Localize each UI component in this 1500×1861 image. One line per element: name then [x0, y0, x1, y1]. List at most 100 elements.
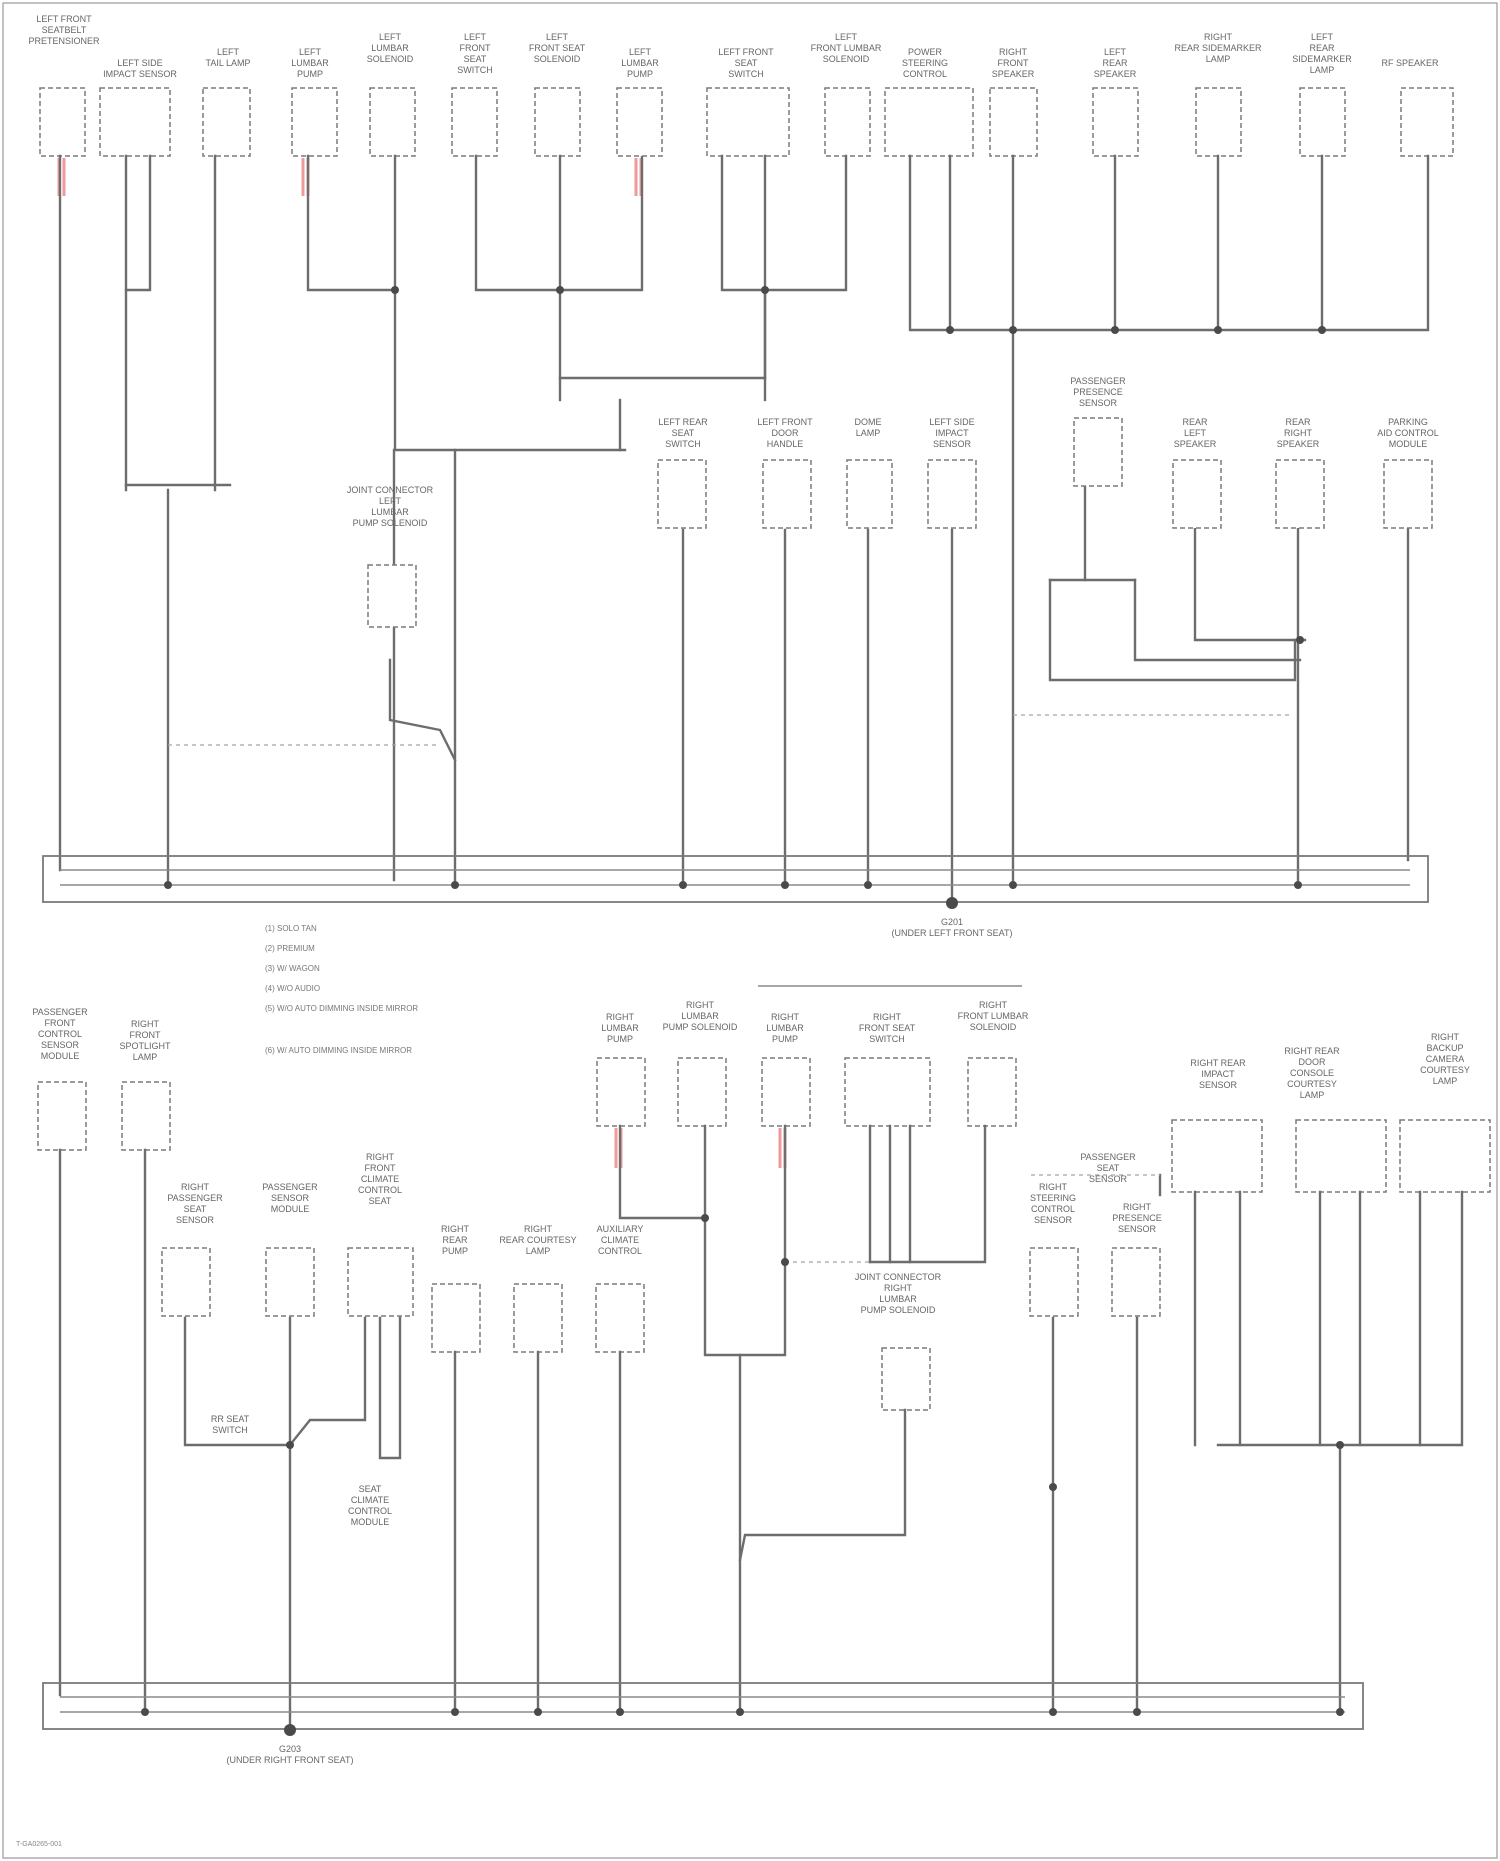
lower-ground-label: G203(UNDER RIGHT FRONT SEAT) [226, 1744, 353, 1765]
component-left-rear-sidemarker [1300, 88, 1345, 156]
lower-bus-junctions [141, 1214, 1344, 1736]
component-left-front-lumbar-solenoid [825, 88, 870, 156]
component-left-front-seat-switch [452, 88, 497, 156]
component-rear-right-speaker [1276, 460, 1324, 528]
legend-item-5: (5) W/O AUTO DIMMING INSIDE MIRROR [265, 1004, 418, 1013]
component-right-backup-camera-lamp [1400, 1120, 1490, 1192]
component-joint-connector-right [882, 1348, 930, 1410]
red-wire-stubs [59, 158, 641, 196]
label-joint-connector-right: JOINT CONNECTORRIGHTLUMBARPUMP SOLENOID [855, 1272, 942, 1315]
component-parking-aid-control-module [1384, 460, 1432, 528]
legend-item-3: (3) W/ WAGON [265, 964, 320, 973]
component-right-passenger-seat-sensor [162, 1248, 210, 1316]
bottom-component-labels: PASSENGERFRONTCONTROLSENSORMODULE RIGHTF… [32, 1000, 1470, 1527]
component-lf-seatbelt-pretensioner [40, 88, 85, 156]
component-auxiliary-climate-control [596, 1284, 644, 1352]
component-right-front-speaker [990, 88, 1037, 156]
component-right-rear-courtesy-lamp [514, 1284, 562, 1352]
legend-item-4: (4) W/O AUDIO [265, 984, 320, 993]
upper-ground-label: G201(UNDER LEFT FRONT SEAT) [891, 917, 1012, 938]
component-right-presence-sensor [1112, 1248, 1160, 1316]
lower-wires [60, 1126, 1462, 1730]
component-right-front-spotlight [122, 1082, 170, 1150]
component-left-lumbar-solenoid [370, 88, 415, 156]
legend-item-1: (1) SOLO TAN [265, 924, 317, 933]
component-left-rear-speaker [1093, 88, 1138, 156]
legend: (1) SOLO TAN (2) PREMIUM (3) W/ WAGON (4… [265, 924, 418, 1055]
component-left-tail-lamp [203, 88, 250, 156]
component-left-front-seat-switch-2 [707, 88, 789, 156]
component-right-front-climate-seat [348, 1248, 413, 1316]
footer-code: T-GA0265-001 [16, 1841, 62, 1848]
label-right-front-climate-seat: RIGHTFRONTCLIMATECONTROLSEAT [358, 1152, 402, 1206]
component-right-rear-pump [432, 1284, 480, 1352]
component-passenger-presence-sensor [1074, 418, 1122, 486]
component-rf-speaker [1401, 88, 1453, 156]
component-passenger-sensor-module [266, 1248, 314, 1316]
upper-ground-bus [43, 856, 1428, 902]
component-rear-left-speaker [1173, 460, 1221, 528]
component-right-steering-control-sensor [1030, 1248, 1078, 1316]
component-right-rear-impact-sensor [1172, 1120, 1262, 1192]
component-left-lumbar-pump [292, 88, 337, 156]
component-left-side-impact-sensor [100, 88, 170, 156]
component-right-front-lumbar-solenoid [968, 1058, 1016, 1126]
component-left-lumbar-pump-2 [617, 88, 662, 156]
component-dome-lamp [847, 460, 892, 528]
component-right-lumbar-pump-2 [762, 1058, 810, 1126]
label-seat-climate-control-module: SEATCLIMATECONTROLMODULE [348, 1484, 392, 1527]
component-left-rear-seat-switch [658, 460, 706, 528]
label-rf-speaker: RF SPEAKER [1381, 58, 1439, 68]
component-left-front-seat-solenoid [535, 88, 580, 156]
component-left-side-impact-sensor-2 [928, 460, 976, 528]
component-right-lumbar-pump-solenoid [678, 1058, 726, 1126]
component-power-steering-control [885, 88, 973, 156]
label-right-front-spotlight: RIGHTFRONTSPOTLIGHTLAMP [119, 1019, 171, 1062]
component-right-lumbar-pump [597, 1058, 645, 1126]
component-passenger-front-control-sensor [38, 1082, 86, 1150]
legend-item-2: (2) PREMIUM [265, 944, 315, 953]
top-components [40, 88, 1453, 156]
upper-wires [60, 156, 1428, 900]
upper-bus-junctions [164, 286, 1326, 909]
